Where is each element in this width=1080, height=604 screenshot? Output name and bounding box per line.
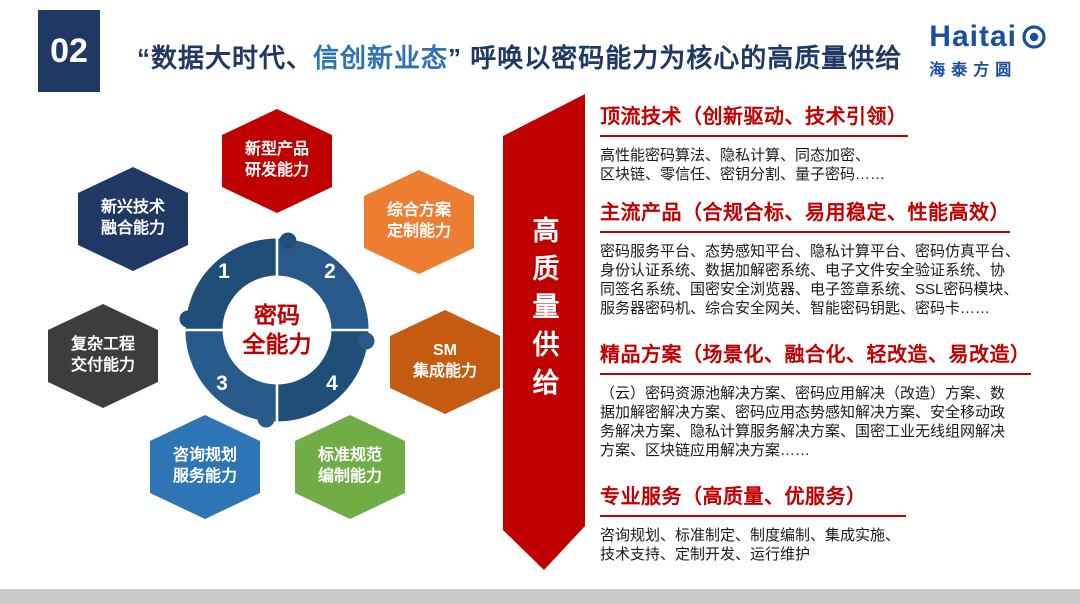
section-top-tech: 顶流技术（创新驱动、技术引领） 高性能密码算法、隐私计算、同态加密、 区块链、零… <box>600 100 1066 184</box>
hexagon-standards-drafting: 标准规范 编制能力 <box>295 415 405 519</box>
ring-number-4: 4 <box>326 372 338 395</box>
ring-center-label: 密码 全能力 <box>242 302 312 357</box>
hexagon-label: 新兴技术 融合能力 <box>100 199 165 237</box>
page-number: 02 <box>50 31 88 70</box>
ring-number-2: 2 <box>324 260 336 283</box>
hexagon-label: 复杂工程 交付能力 <box>70 336 135 374</box>
ring-number-3: 3 <box>216 372 228 395</box>
hexagon-label: 综合方案 定制能力 <box>386 202 451 240</box>
page-number-box: 02 <box>38 10 100 92</box>
hexagon-new-product-rnd: 新型产品 研发能力 <box>222 109 332 213</box>
section-heading: 顶流技术（创新驱动、技术引领） <box>600 100 908 137</box>
section-body: 密码服务平台、态势感知平台、隐私计算平台、密码仿真平台、 身份认证系统、数据加解… <box>600 243 1021 317</box>
banner-shape <box>503 94 585 570</box>
logo-subtitle: 海泰方圆 <box>929 62 1018 79</box>
hexagon-consulting-planning-service: 咨询规划 服务能力 <box>150 415 260 519</box>
logo-row: Haitai <box>929 22 1046 52</box>
title-rest: ” 呼唤以密码能力为核心的高质量供给 <box>448 43 903 73</box>
haitai-logo: Haitai 海泰方圆 <box>929 22 1046 80</box>
puzzle-knobs <box>179 232 375 428</box>
title-quote-open: “数据大时代、 <box>137 43 314 73</box>
section-heading: 精品方案（场景化、融合化、轻改造、易改造） <box>600 338 1031 375</box>
section-heading: 专业服务（高质量、优服务） <box>600 480 906 517</box>
hexagon-label: 咨询规划 服务能力 <box>172 447 237 485</box>
slide-title: “数据大时代、信创新业态” 呼唤以密码能力为核心的高质量供给 <box>137 38 902 75</box>
puzzle-seams <box>185 238 369 422</box>
hexagon-label: SM 集成能力 <box>412 342 477 380</box>
section-body: 咨询规划、标准制定、制度编制、集成实施、 技术支持、定制开发、运行维护 <box>600 527 901 563</box>
hexagon-solution-customization: 综合方案 定制能力 <box>364 170 474 274</box>
section-premium-solutions: 精品方案（场景化、融合化、轻改造、易改造） （云）密码资源池解决方案、密码应用解… <box>600 338 1066 460</box>
section-heading: 主流产品（合规合标、易用稳定、性能高效） <box>600 196 1010 233</box>
puzzle-ring <box>179 232 375 428</box>
hexagon-emerging-tech-fusion: 新兴技术 融合能力 <box>78 167 188 271</box>
supply-banner: 高质量供给 <box>503 92 585 570</box>
banner-arrow-polygon <box>503 94 585 570</box>
hexagon-complex-engineering-delivery: 复杂工程 交付能力 <box>48 304 158 408</box>
section-professional-services: 专业服务（高质量、优服务） 咨询规划、标准制定、制度编制、集成实施、 技术支持、… <box>600 480 1066 564</box>
section-body: （云）密码资源池解决方案、密码应用解决（改造）方案、数 据加解密解决方案、密码应… <box>600 385 1006 459</box>
logo-wordmark: Haitai <box>929 20 1017 53</box>
banner-text: 高质量供给 <box>528 216 559 406</box>
hexagon-label: 新型产品 研发能力 <box>244 141 309 179</box>
title-highlight: 信创新业态 <box>313 43 449 73</box>
section-mainstream-products: 主流产品（合规合标、易用稳定、性能高效） 密码服务平台、态势感知平台、隐私计算平… <box>600 196 1066 318</box>
haitai-logo-mark-icon <box>1022 25 1046 49</box>
ring-number-1: 1 <box>218 260 230 283</box>
hexagon-label: 标准规范 编制能力 <box>317 447 382 485</box>
section-body: 高性能密码算法、隐私计算、同态加密、 区块链、零信任、密钥分割、量子密码…… <box>600 147 886 183</box>
hexagon-sm-integration: SM 集成能力 <box>390 310 500 414</box>
bottom-gray-strip <box>0 589 1080 604</box>
